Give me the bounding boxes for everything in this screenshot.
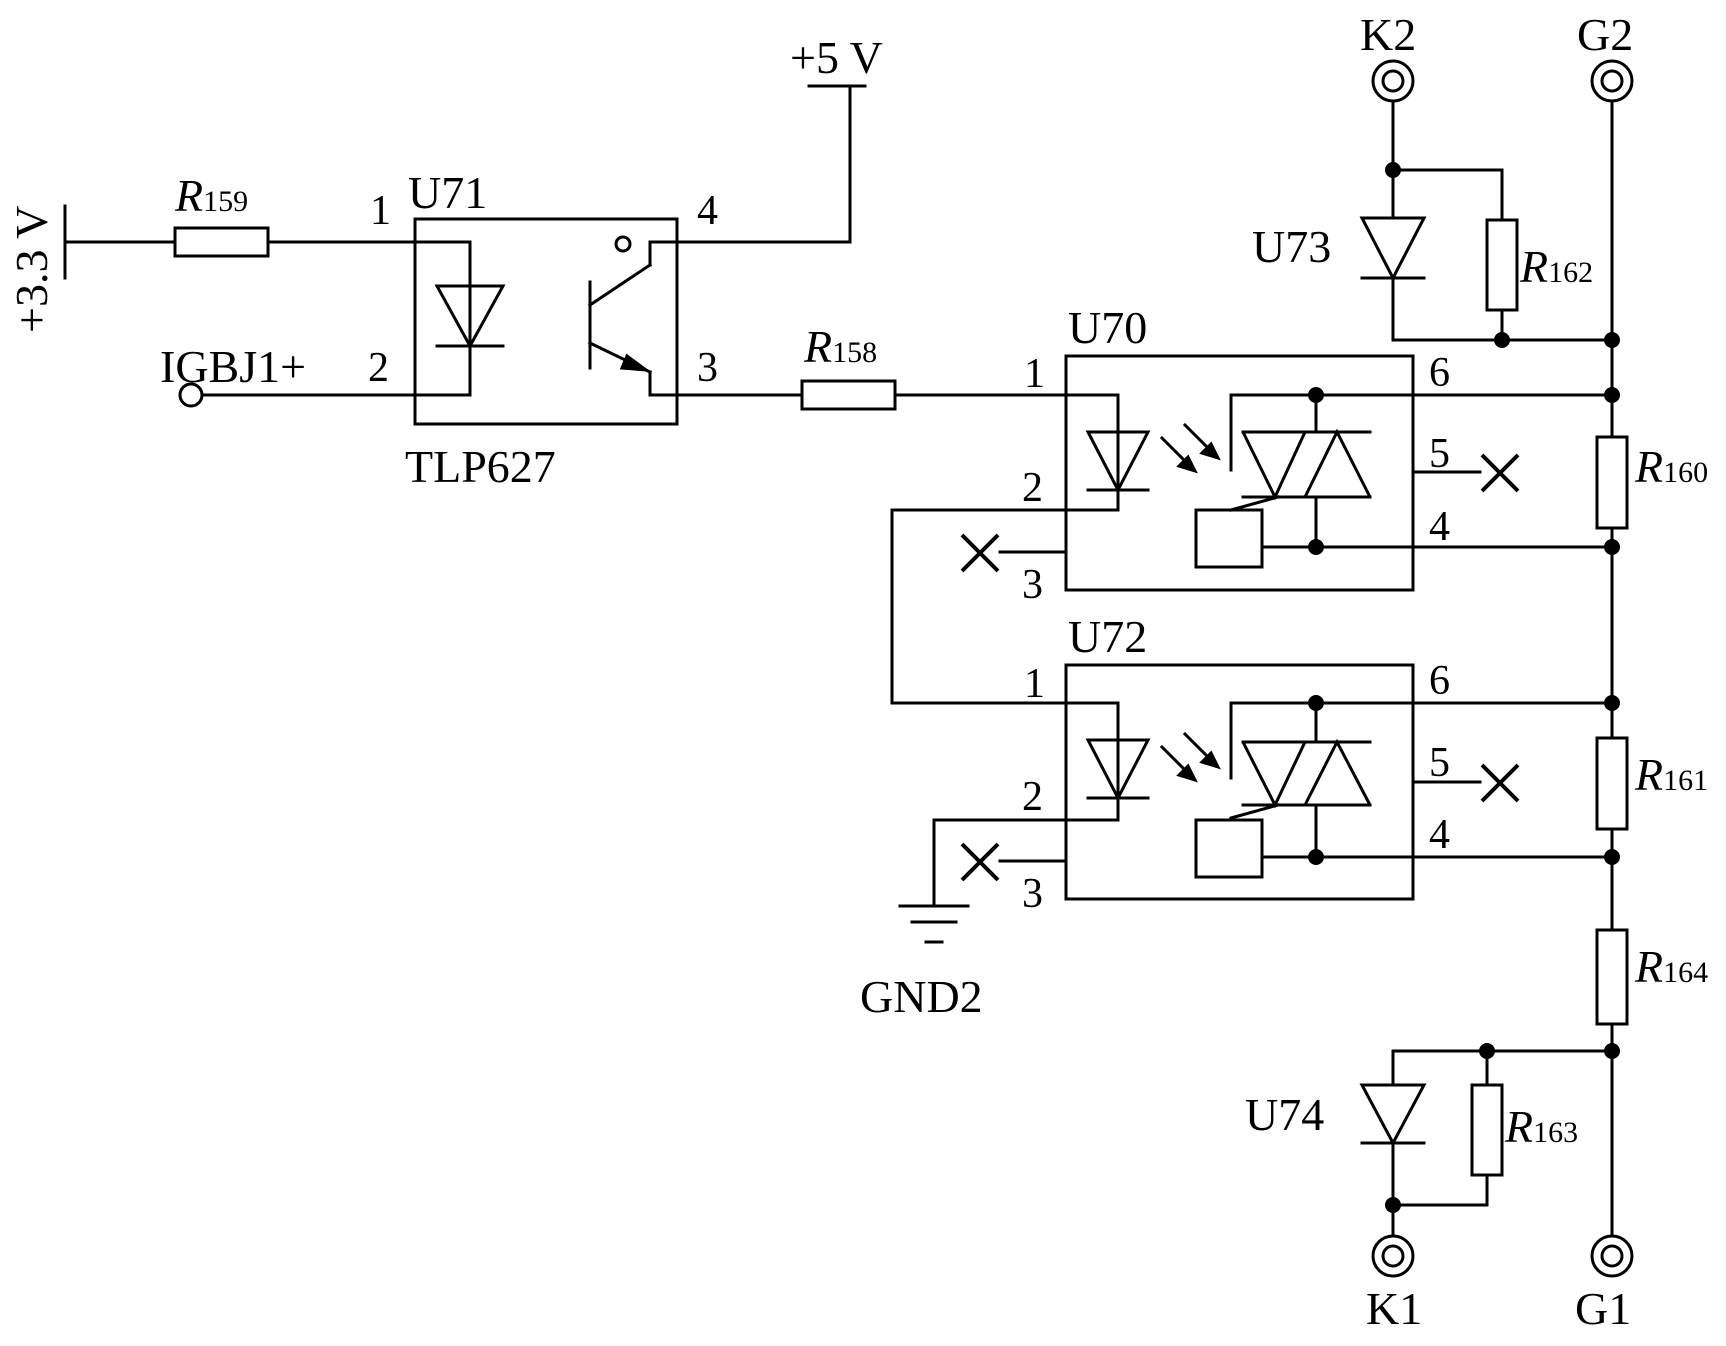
resistor-r158-label: R158: [803, 321, 877, 372]
u72-pin6-label: 6: [1429, 658, 1450, 704]
resistor-r162-label: R162: [1519, 241, 1593, 292]
resistor-r161-label: R161: [1634, 749, 1708, 800]
u72-pin2-label: 2: [1022, 774, 1043, 820]
u72-light-arrow-icon: [1176, 763, 1198, 783]
u70-light-arrow-icon: [1176, 454, 1198, 474]
resistor-r164: R164: [1595, 928, 1708, 1026]
input-igbj1: IGBJ1+: [160, 341, 417, 408]
supply-3v3: +3.3 V: [6, 204, 177, 333]
terminal-g2: G2: [1577, 9, 1634, 103]
optocoupler-u71: U71 TLP627 1 2 4 3: [368, 167, 718, 492]
u71-pin2-label: 2: [368, 345, 389, 391]
optocoupler-u70: U70 1 2 3 6 5 4: [960, 302, 1520, 608]
zener-u74-branch: U74 R163: [1245, 1043, 1614, 1243]
u70-pin3-label: 3: [1022, 562, 1043, 608]
u71-part-label: TLP627: [405, 441, 556, 492]
terminal-g2-label: G2: [1577, 9, 1633, 60]
u70-pin5-label: 5: [1429, 431, 1450, 477]
u71-emitter-arrow-icon: [619, 353, 652, 372]
u72-light-arrow-icon: [1199, 750, 1221, 770]
u70-pin1-label: 1: [1024, 351, 1045, 397]
u72-pin4-label: 4: [1429, 812, 1450, 858]
terminal-g1: G1: [1575, 1234, 1634, 1334]
terminal-g1-label: G1: [1575, 1283, 1631, 1334]
u72-led-icon: [1085, 738, 1151, 802]
u70-pin4-label: 4: [1429, 504, 1450, 550]
supply-5v: +5 V: [675, 32, 883, 244]
u71-pin1-marker-icon: [614, 235, 632, 253]
supply-5v-label: +5 V: [790, 32, 883, 83]
u73-diode-icon: [1359, 216, 1427, 282]
u73-ref-label: U73: [1252, 221, 1331, 272]
u72-ref-label: U72: [1068, 611, 1147, 662]
optocoupler-u72: U72 1 2 3 6 5 4: [960, 611, 1520, 917]
ground-gnd2: GND2: [860, 818, 1068, 1022]
u72-pin3-nc-icon: [960, 842, 1000, 882]
resistor-r163-label: R163: [1504, 1101, 1578, 1152]
u70-pin2-label: 2: [1022, 465, 1043, 511]
u72-triac-icon: [1241, 741, 1307, 809]
u70-ref-label: U70: [1068, 302, 1147, 353]
input-igbj1-label: IGBJ1+: [160, 341, 306, 392]
u72-pin5-nc-icon: [1480, 763, 1520, 803]
u70-triac-icon: [1241, 431, 1307, 501]
u70-zero-cross-icon: [1194, 508, 1264, 569]
u72-zero-cross-icon: [1194, 818, 1264, 879]
u72-pin1-label: 1: [1024, 661, 1045, 707]
ground-gnd2-label: GND2: [860, 971, 983, 1022]
resistor-r158: R158: [675, 321, 1068, 411]
u71-pin1-label: 1: [370, 188, 391, 234]
u70-pin6-label: 6: [1429, 350, 1450, 396]
u71-led-icon: [434, 284, 506, 350]
wire-u70-u72: [890, 508, 1068, 705]
resistor-r161: R161: [1595, 736, 1708, 831]
u70-pin5-nc-icon: [1480, 453, 1520, 493]
resistor-r159-label: R159: [174, 170, 248, 221]
resistor-r164-label: R164: [1634, 941, 1708, 992]
u70-pin3-nc-icon: [960, 533, 1000, 573]
u74-diode-icon: [1359, 1083, 1427, 1147]
terminal-k2: K2: [1360, 9, 1416, 103]
u70-triac-icon: [1303, 428, 1372, 498]
u72-triac-icon: [1303, 738, 1372, 806]
terminal-k1: K1: [1366, 1234, 1422, 1334]
resistor-r159: R159: [173, 170, 417, 258]
terminal-k2-label: K2: [1360, 9, 1416, 60]
resistor-r160-label: R160: [1634, 441, 1708, 492]
supply-3v3-label: +3.3 V: [6, 206, 57, 333]
u71-pin4-label: 4: [697, 188, 718, 234]
u71-ref-label: U71: [408, 167, 487, 218]
u72-pin5-label: 5: [1429, 740, 1450, 786]
resistor-r160: R160: [1595, 435, 1708, 530]
u71-pin3-label: 3: [697, 345, 718, 391]
gate-rail: [1411, 92, 1620, 1243]
u72-pin3-label: 3: [1022, 871, 1043, 917]
u70-led-icon: [1085, 430, 1151, 494]
u70-light-arrow-icon: [1199, 441, 1221, 461]
terminal-k1-label: K1: [1366, 1283, 1422, 1334]
u74-ref-label: U74: [1245, 1089, 1324, 1140]
zener-u73-branch: U73 R162: [1252, 92, 1614, 348]
